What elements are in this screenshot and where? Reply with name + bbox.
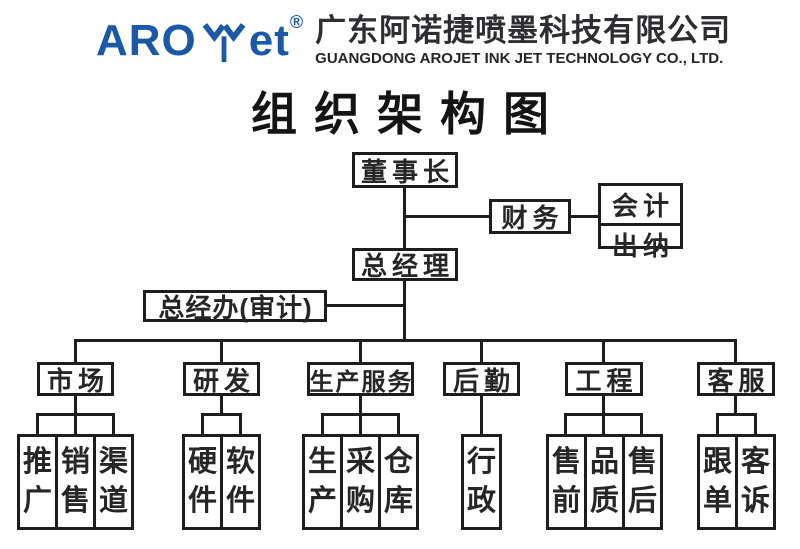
node-sub-sales: 销售 <box>55 437 93 527</box>
subgroup-market: 推广 销售 渠道 <box>17 434 134 530</box>
node-sub-order-follow: 跟单 <box>702 446 732 517</box>
logo-text-et: et <box>248 16 290 65</box>
node-sub-quality: 品质 <box>584 437 622 527</box>
node-gm-office-audit: 总经办(审计) <box>143 290 327 323</box>
node-accounting: 会计 <box>611 191 674 221</box>
node-sub-aftersales: 售后 <box>622 437 660 527</box>
subgroup-customer-service: 跟单 客诉 <box>697 434 776 530</box>
connector-line <box>36 413 115 416</box>
node-sub-presales: 售前 <box>551 446 581 517</box>
node-dept-rnd: 研发 <box>183 362 260 396</box>
company-name-cn: 广东阿诺捷喷墨科技有限公司 <box>315 13 732 48</box>
subgroup-logistics: 行政 <box>461 434 502 530</box>
connector-line <box>716 413 719 434</box>
connector-line <box>220 339 223 362</box>
connector-line <box>569 215 600 218</box>
connector-line <box>74 339 737 342</box>
node-chairman: 董事长 <box>352 152 458 188</box>
connector-line <box>321 413 400 416</box>
node-dept-production-service: 生产服务 <box>307 362 414 396</box>
node-sub-promotion: 推广 <box>22 446 52 517</box>
connector-line <box>321 413 324 434</box>
node-cashier: 出纳 <box>601 223 680 263</box>
connector-line <box>239 413 242 434</box>
node-general-manager: 总经理 <box>352 248 458 281</box>
node-dept-engineering: 工程 <box>565 362 643 396</box>
node-dept-market: 市场 <box>37 362 114 396</box>
node-dept-customer-service: 客服 <box>697 362 775 396</box>
connector-line <box>74 339 77 362</box>
page-title: 组织架构图 <box>251 88 566 140</box>
registered-trademark-icon: ® <box>289 12 304 32</box>
node-sub-software: 软件 <box>220 437 258 527</box>
connector-line <box>716 413 757 416</box>
connector-line <box>480 339 483 362</box>
connector-line <box>220 396 223 416</box>
arojet-logo: ARO et ® <box>96 13 303 65</box>
connector-line <box>325 304 405 307</box>
company-name-block: 广东阿诺捷喷墨科技有限公司 GUANGDONG AROJET INK JET T… <box>315 13 731 67</box>
node-dept-logistics: 后勤 <box>443 362 520 396</box>
logo-text-aro: ARO <box>96 16 197 65</box>
connector-line <box>602 339 605 362</box>
subgroup-rnd: 硬件 软件 <box>182 434 261 530</box>
connector-line <box>403 215 491 218</box>
connector-line <box>734 339 737 362</box>
brand-header: ARO et ® 广东阿诺捷喷墨科技有限公司 GUANGDONG AROJET … <box>96 13 731 67</box>
node-sub-channel: 渠道 <box>93 437 131 527</box>
node-finance-children: 会计 出纳 <box>598 183 683 261</box>
leaf-icon <box>202 23 246 63</box>
connector-line <box>640 413 643 434</box>
connector-line <box>564 413 567 434</box>
connector-line <box>201 413 242 416</box>
node-finance: 财务 <box>489 199 571 234</box>
node-sub-hardware: 硬件 <box>187 446 217 517</box>
connector-line <box>734 396 737 416</box>
connector-line <box>397 413 400 434</box>
subgroup-production-service: 生产 采购 仓库 <box>302 434 419 530</box>
connector-line <box>36 413 39 434</box>
subgroup-engineering: 售前 品质 售后 <box>546 434 663 530</box>
connector-line <box>754 413 757 434</box>
node-sub-complaints: 客诉 <box>735 437 773 527</box>
node-sub-warehouse: 仓库 <box>378 437 416 527</box>
connector-line <box>564 413 643 416</box>
connector-line <box>112 413 115 434</box>
company-name-en: GUANGDONG AROJET INK JET TECHNOLOGY CO.,… <box>315 50 724 67</box>
node-sub-purchasing: 采购 <box>340 437 378 527</box>
connector-line <box>480 396 483 434</box>
node-sub-production: 生产 <box>307 446 337 517</box>
node-sub-administration: 行政 <box>466 446 496 517</box>
connector-line <box>359 339 362 362</box>
connector-line <box>201 413 204 434</box>
